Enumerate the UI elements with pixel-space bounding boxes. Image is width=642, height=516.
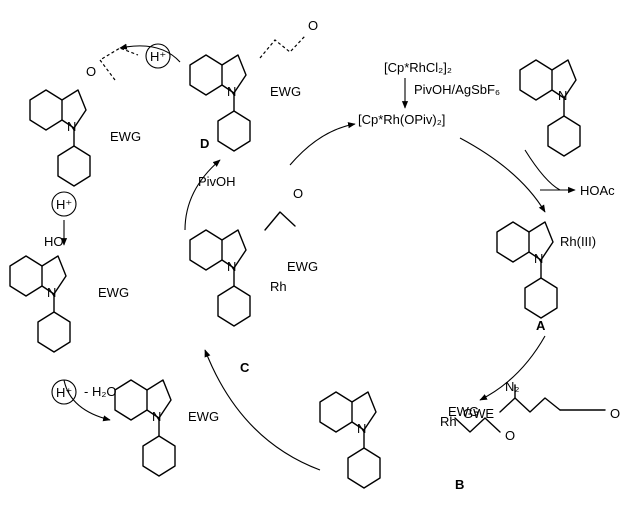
c-ewg: EWG xyxy=(287,259,318,274)
intermediate-d-structure: N EWG O xyxy=(189,18,318,152)
b-o: O xyxy=(505,428,515,443)
carbazole-product: N EWG xyxy=(114,379,219,477)
c-rh: Rh xyxy=(270,279,287,294)
arrow-alcohol-to-product xyxy=(63,379,111,422)
catalyst-additives: PivOH/AgSbF₆ xyxy=(414,82,500,97)
arrow-c-to-d xyxy=(184,159,221,231)
left1-o: O xyxy=(86,64,96,79)
svg-text:H⁺: H⁺ xyxy=(56,385,72,400)
arrow-b-to-c xyxy=(204,349,321,471)
byproduct-hoac: HOAc xyxy=(580,183,615,198)
a-n-atom: N xyxy=(534,251,543,266)
water-loss: - H₂O xyxy=(84,384,117,399)
cyclized-alcohol: HO N EWG xyxy=(9,234,129,353)
proton-circle-2: H⁺ xyxy=(51,191,77,217)
b-ewg: EWG xyxy=(448,404,479,419)
left1-n-atom: N xyxy=(67,119,76,134)
arrow-d-to-left1 xyxy=(119,43,181,63)
b-rh: Rh xyxy=(440,414,457,429)
label-b: B xyxy=(455,477,464,492)
diazo-n2: N₂ xyxy=(505,379,519,394)
proton-circle-3: H⁺ xyxy=(51,379,77,405)
active-catalyst: [Cp*Rh(OPiv)₂] xyxy=(358,112,445,127)
substrate-n-pyrimidyl-indole: N xyxy=(519,59,581,157)
c-o: O xyxy=(293,186,303,201)
reagent-pivoh: PivOH xyxy=(198,174,236,189)
svg-text:H⁺: H⁺ xyxy=(150,49,166,64)
proton-circle-1: H⁺ xyxy=(145,43,171,69)
alcohol-ewg: EWG xyxy=(98,285,129,300)
d-n-atom: N xyxy=(227,84,236,99)
diazo-gwe: GWE xyxy=(463,406,494,421)
catalyst-precursor: [Cp*RhCl₂]₂ xyxy=(384,60,452,75)
alcohol-ho: HO xyxy=(44,234,64,249)
intermediate-c-structure: N EWG Rh O xyxy=(189,186,318,327)
arrow-a-to-b xyxy=(479,335,546,401)
arrow-catalyst-to-a xyxy=(459,137,546,213)
arrow-d-to-catalyst xyxy=(289,122,356,166)
b-n-atom: N xyxy=(357,421,366,436)
label-a: A xyxy=(536,318,546,333)
d-o: O xyxy=(308,18,318,33)
substrate-n-atom: N xyxy=(558,88,567,103)
d-ewg: EWG xyxy=(270,84,301,99)
left1-ewg: EWG xyxy=(110,129,141,144)
alcohol-n-atom: N xyxy=(47,285,56,300)
a-rh-iii: Rh(III) xyxy=(560,234,596,249)
diazo-reagent: N₂ GWE O xyxy=(463,379,620,421)
intermediate-a-structure: N Rh(III) xyxy=(496,221,596,319)
diazo-o: O xyxy=(610,406,620,421)
c-n-atom: N xyxy=(227,259,236,274)
intermediate-b-structure: N Rh EWG O xyxy=(319,391,515,489)
svg-text:H⁺: H⁺ xyxy=(56,197,72,212)
product-ewg: EWG xyxy=(188,409,219,424)
label-d: D xyxy=(200,136,209,151)
protonated-product-1: O N EWG xyxy=(29,47,141,187)
product-n-atom: N xyxy=(152,409,161,424)
substrate-in-arrow xyxy=(524,149,561,191)
label-c: C xyxy=(240,360,250,375)
